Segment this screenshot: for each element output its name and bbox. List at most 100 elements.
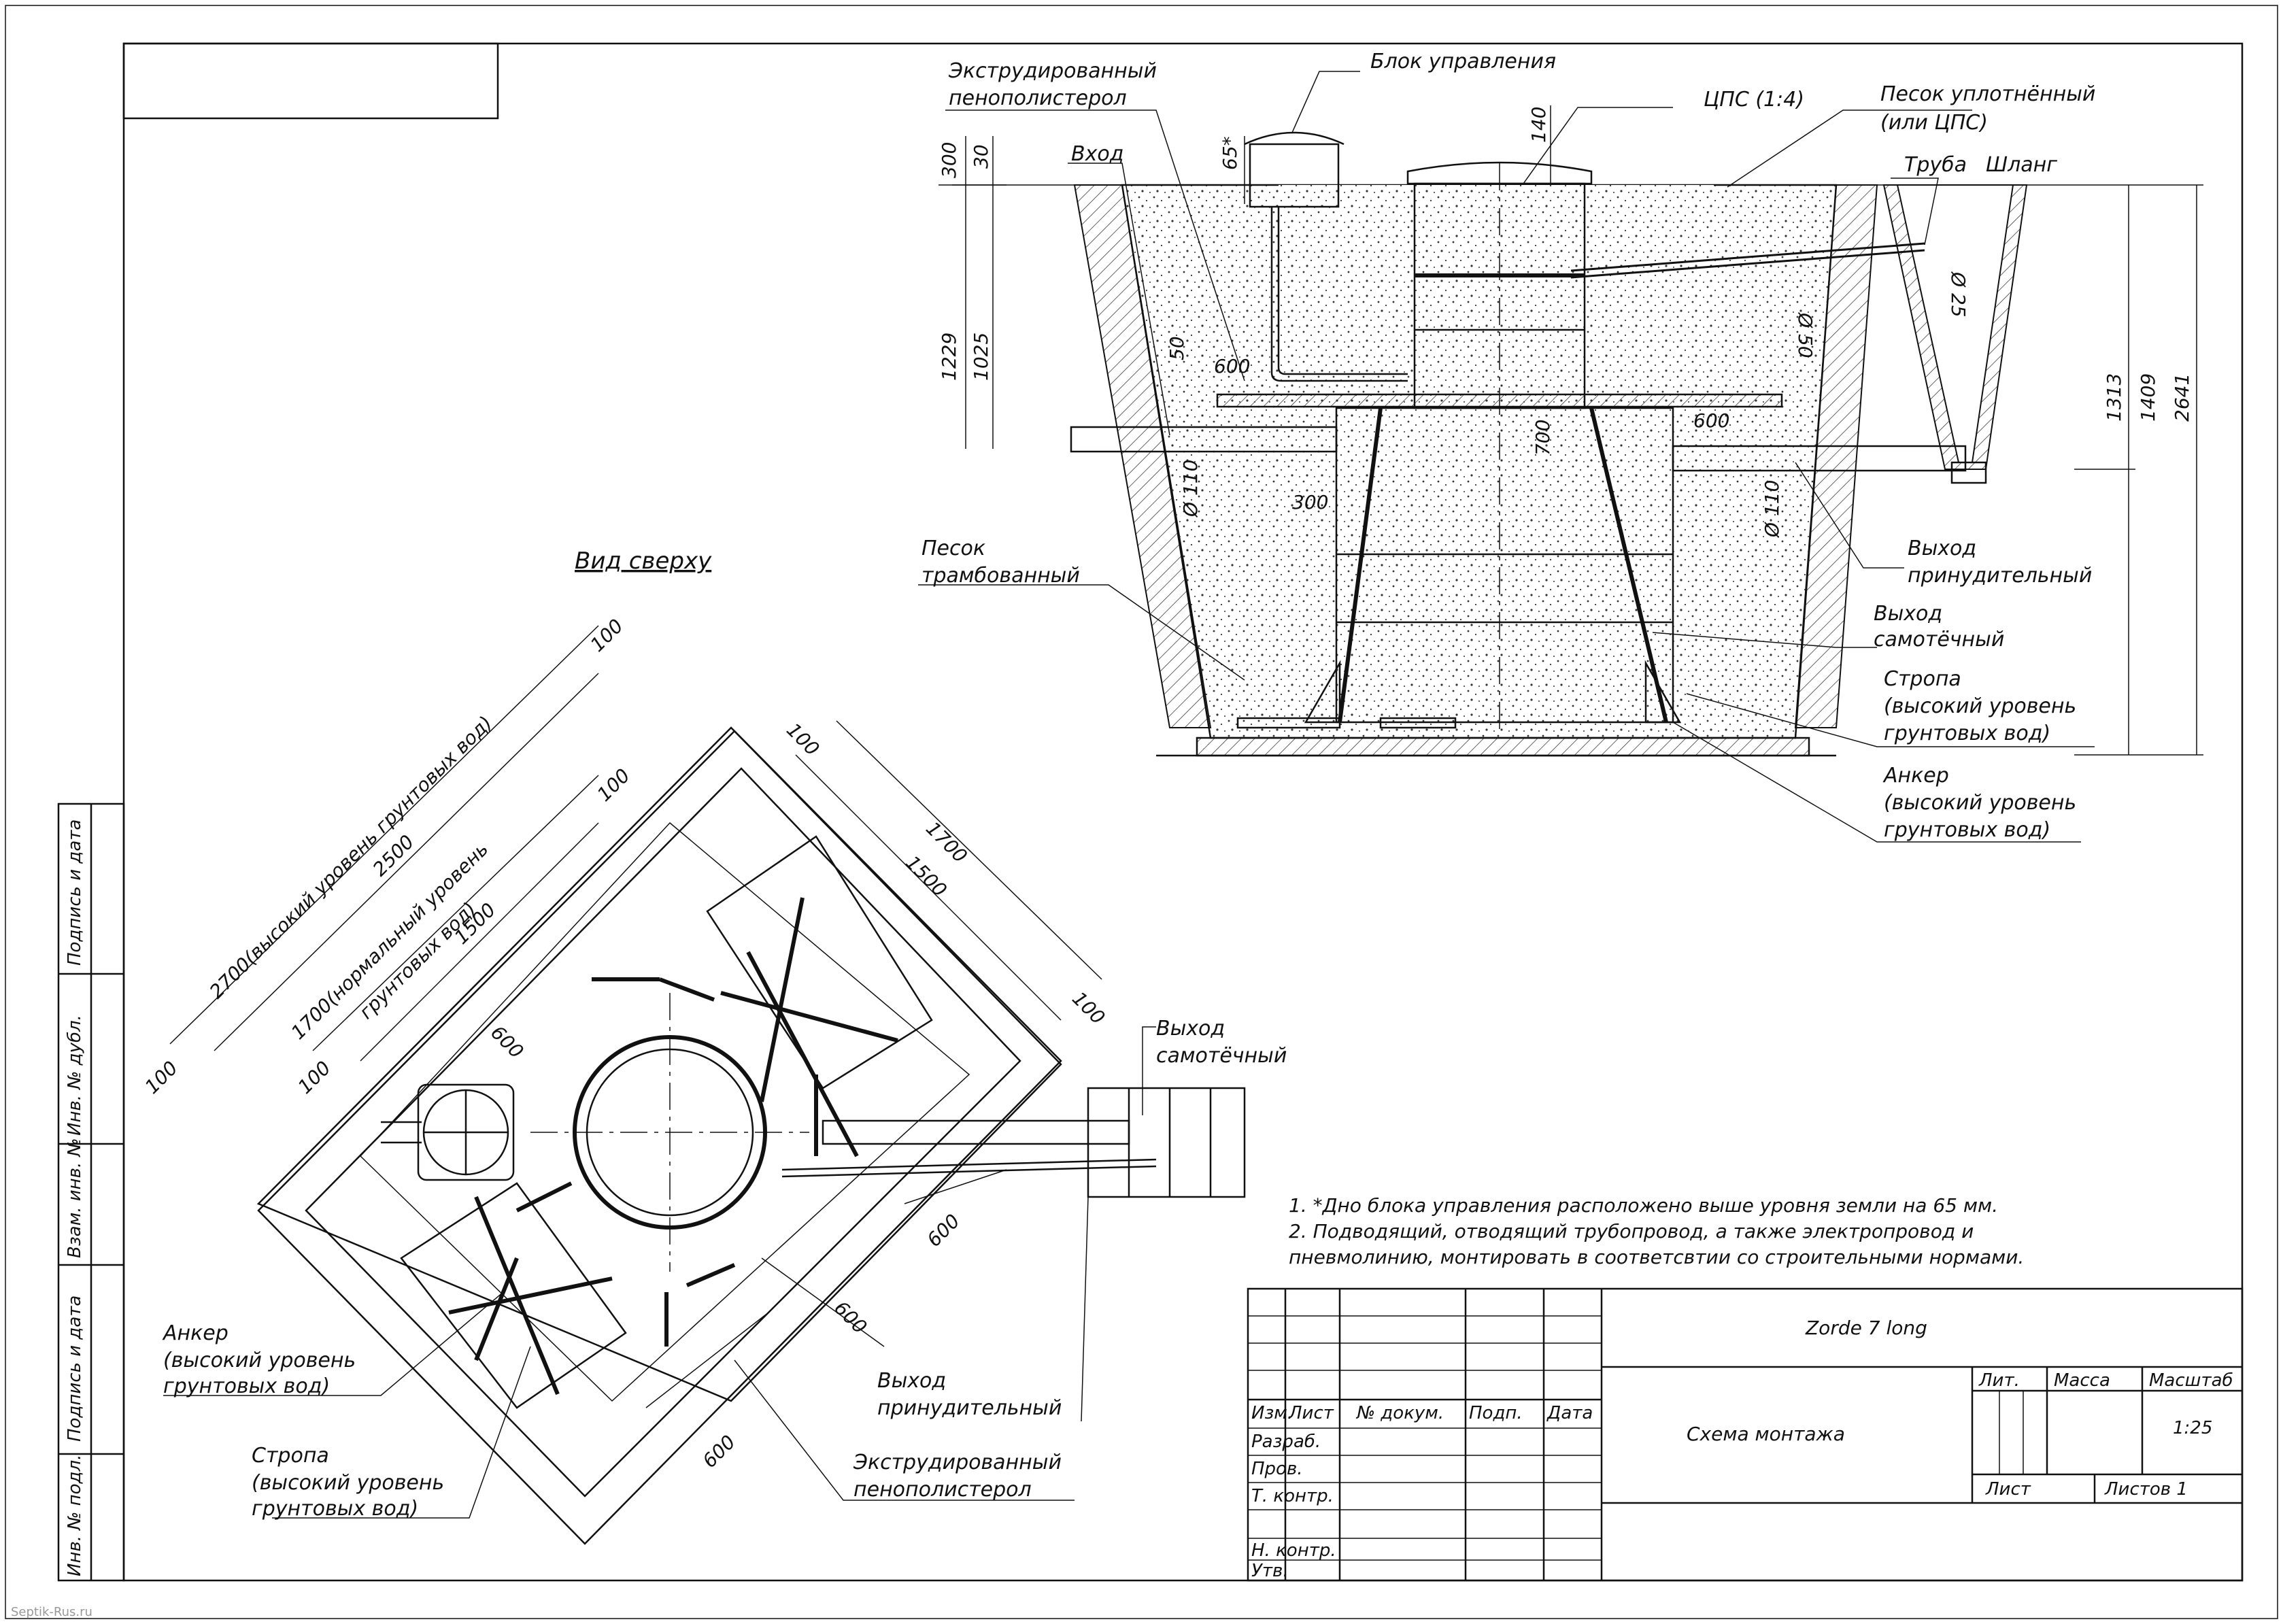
dim-50b: Ø 50	[1794, 312, 1816, 358]
dim-300b: 300	[1292, 491, 1328, 513]
plan-dim-100c: 100	[593, 764, 635, 806]
dim-110a: Ø 110	[1179, 460, 1202, 518]
side-stamp: Подпись и дата Инв. № дубл. Взам. инв. №…	[57, 802, 125, 1582]
label-pipe: Труба	[1904, 153, 1967, 177]
label-anchor3: грунтовых вод)	[1884, 818, 2050, 842]
stamp-sheets: Листов 1	[2104, 1479, 2188, 1500]
plan-dim-100f: 100	[1068, 987, 1109, 1029]
label-sand-compact2: (или ЦПС)	[1880, 111, 1988, 135]
note-1: 1. *Дно блока управления расположено выш…	[1289, 1194, 1998, 1217]
anchor-right	[1644, 660, 1682, 724]
label-foam: Экструдированный	[948, 59, 1157, 83]
side-stamp-dup: Инв. № дубл.	[65, 1015, 85, 1136]
label-outlet-gravity: Выход	[1874, 602, 1942, 626]
plan-label-sling: Стропа	[252, 1444, 329, 1468]
label-anchor: Анкер	[1882, 764, 1949, 788]
dim-600a: 600	[1214, 355, 1250, 377]
note-3: пневмолинию, монтировать в соответсвтии …	[1289, 1246, 2024, 1268]
stamp-scale: 1:25	[2173, 1418, 2212, 1438]
anchor-left	[1304, 660, 1341, 724]
stamp-scale-label: Масштаб	[2149, 1370, 2233, 1391]
plan-label-outlet-forced: Выход	[877, 1369, 946, 1393]
stamp-date: Дата	[1546, 1403, 1593, 1423]
stamp-doc-title: Схема монтажа	[1687, 1423, 1845, 1445]
section-view: 300 30 65* 140 1229 1025 50 600 700 600 …	[918, 50, 2203, 843]
plan-label-sling3: грунтовых вод)	[252, 1497, 418, 1521]
title-block: Zorde 7 long Схема монтажа Лит. Масса Ма…	[1247, 1287, 2244, 1582]
label-sling2: (высокий уровень	[1884, 694, 2076, 718]
stamp-utv: Утв.	[1251, 1561, 1289, 1581]
dim-50: 50	[1166, 336, 1188, 360]
stamp-list: Лист	[1288, 1403, 1334, 1423]
plan-dim-600a: 600	[923, 1210, 964, 1251]
top-left-box	[122, 42, 499, 120]
plan-label-foam: Экструдированный	[853, 1451, 1062, 1474]
plan-label-anchor2: (высокий уровень	[163, 1349, 356, 1372]
label-anchor2: (высокий уровень	[1884, 791, 2076, 815]
foam-plate	[1216, 393, 1783, 408]
stamp-sign: Подп.	[1469, 1403, 1523, 1423]
dim-65: 65*	[1219, 136, 1241, 170]
stamp-product: Zorde 7 long	[1805, 1317, 1927, 1339]
outlet-pipe	[1672, 445, 1967, 472]
stamp-doc-no: № докум.	[1355, 1403, 1444, 1423]
plan-dim-600b: 600	[830, 1297, 871, 1338]
label-outlet-forced2: принудительный	[1908, 564, 2092, 588]
label-sand-compact: Песок уплотнённый	[1880, 82, 2095, 106]
outer-border	[5, 5, 2278, 1619]
watermark: Septik-Rus.ru	[11, 1605, 92, 1619]
label-sling3: грунтовых вод)	[1884, 722, 2050, 745]
notes: 1. *Дно блока управления расположено выш…	[1289, 1194, 2024, 1268]
label-sand-tamped: Песок	[921, 537, 985, 560]
plan-dim-100b: 100	[141, 1057, 182, 1098]
tank-footprint	[359, 822, 970, 1402]
plan-outlet-pipe	[822, 1119, 1130, 1145]
stamp-tkontr: Т. контр.	[1251, 1486, 1334, 1506]
plan-title: Вид сверху	[575, 547, 712, 575]
stamp-sheet: Лист	[1985, 1479, 2031, 1500]
dim-700: 700	[1532, 420, 1554, 456]
inlet-pipe	[1070, 426, 1338, 453]
sling-right	[1589, 407, 1668, 723]
side-stamp-sign1: Подпись и дата	[65, 819, 85, 966]
plan-dim-1500b: 1500	[901, 851, 951, 902]
label-control-block: Блок управления	[1370, 50, 1556, 73]
dim-1229: 1229	[938, 333, 960, 381]
tank-lid	[1406, 161, 1593, 185]
plan-dim-100e: 100	[782, 719, 824, 760]
label-cps: ЦПС (1:4)	[1704, 88, 1804, 112]
dim-600b: 600	[1693, 409, 1729, 432]
plan-view: Вид сверху	[141, 547, 1287, 1545]
plan-label-anchor3: грунтовых вод)	[163, 1374, 330, 1398]
plan-label-outlet-gravity: Выход	[1156, 1017, 1225, 1041]
stamp-prov: Пров.	[1251, 1459, 1303, 1479]
dim-2641: 2641	[2171, 373, 2193, 422]
control-block-plan	[417, 1083, 515, 1181]
plan-dim-600c: 600	[698, 1431, 740, 1472]
plan-label-foam2: пенополистерол	[853, 1478, 1032, 1502]
label-outlet-gravity2: самотёчный	[1874, 628, 2004, 652]
plan-dim-100a: 100	[586, 615, 628, 656]
label-sand-tamped2: трамбованный	[921, 564, 1080, 588]
stamp-nkontr: Н. контр.	[1251, 1540, 1336, 1561]
section-dimensions	[938, 105, 2203, 756]
pit-inner-square	[305, 767, 1021, 1498]
label-inlet: Вход	[1071, 142, 1123, 166]
plan-label-outlet-gravity2: самотёчный	[1156, 1044, 1287, 1068]
stamp-lit: Лит.	[1978, 1370, 2020, 1391]
base-slab	[1196, 737, 1810, 757]
side-stamp-sign2: Подпись и дата	[65, 1296, 85, 1442]
label-foam2: пенополистерол	[949, 86, 1127, 110]
plan-dim-1700: 1700	[921, 817, 972, 868]
dim-110b: Ø 110	[1761, 480, 1783, 538]
dim-300: 300	[938, 142, 960, 178]
label-hose: Шланг	[1986, 153, 2057, 177]
plan-label-outlet-forced2: принудительный	[877, 1396, 1062, 1420]
plan-dim-2700: 2700(высокий уровень грунтовых вод)	[205, 711, 497, 1003]
plan-label-anchor: Анкер	[162, 1321, 229, 1345]
stamp-mass: Масса	[2054, 1370, 2110, 1391]
dim-1409: 1409	[2137, 373, 2159, 422]
sling-left	[1338, 407, 1383, 723]
stamp-razrab: Разраб.	[1251, 1432, 1321, 1452]
